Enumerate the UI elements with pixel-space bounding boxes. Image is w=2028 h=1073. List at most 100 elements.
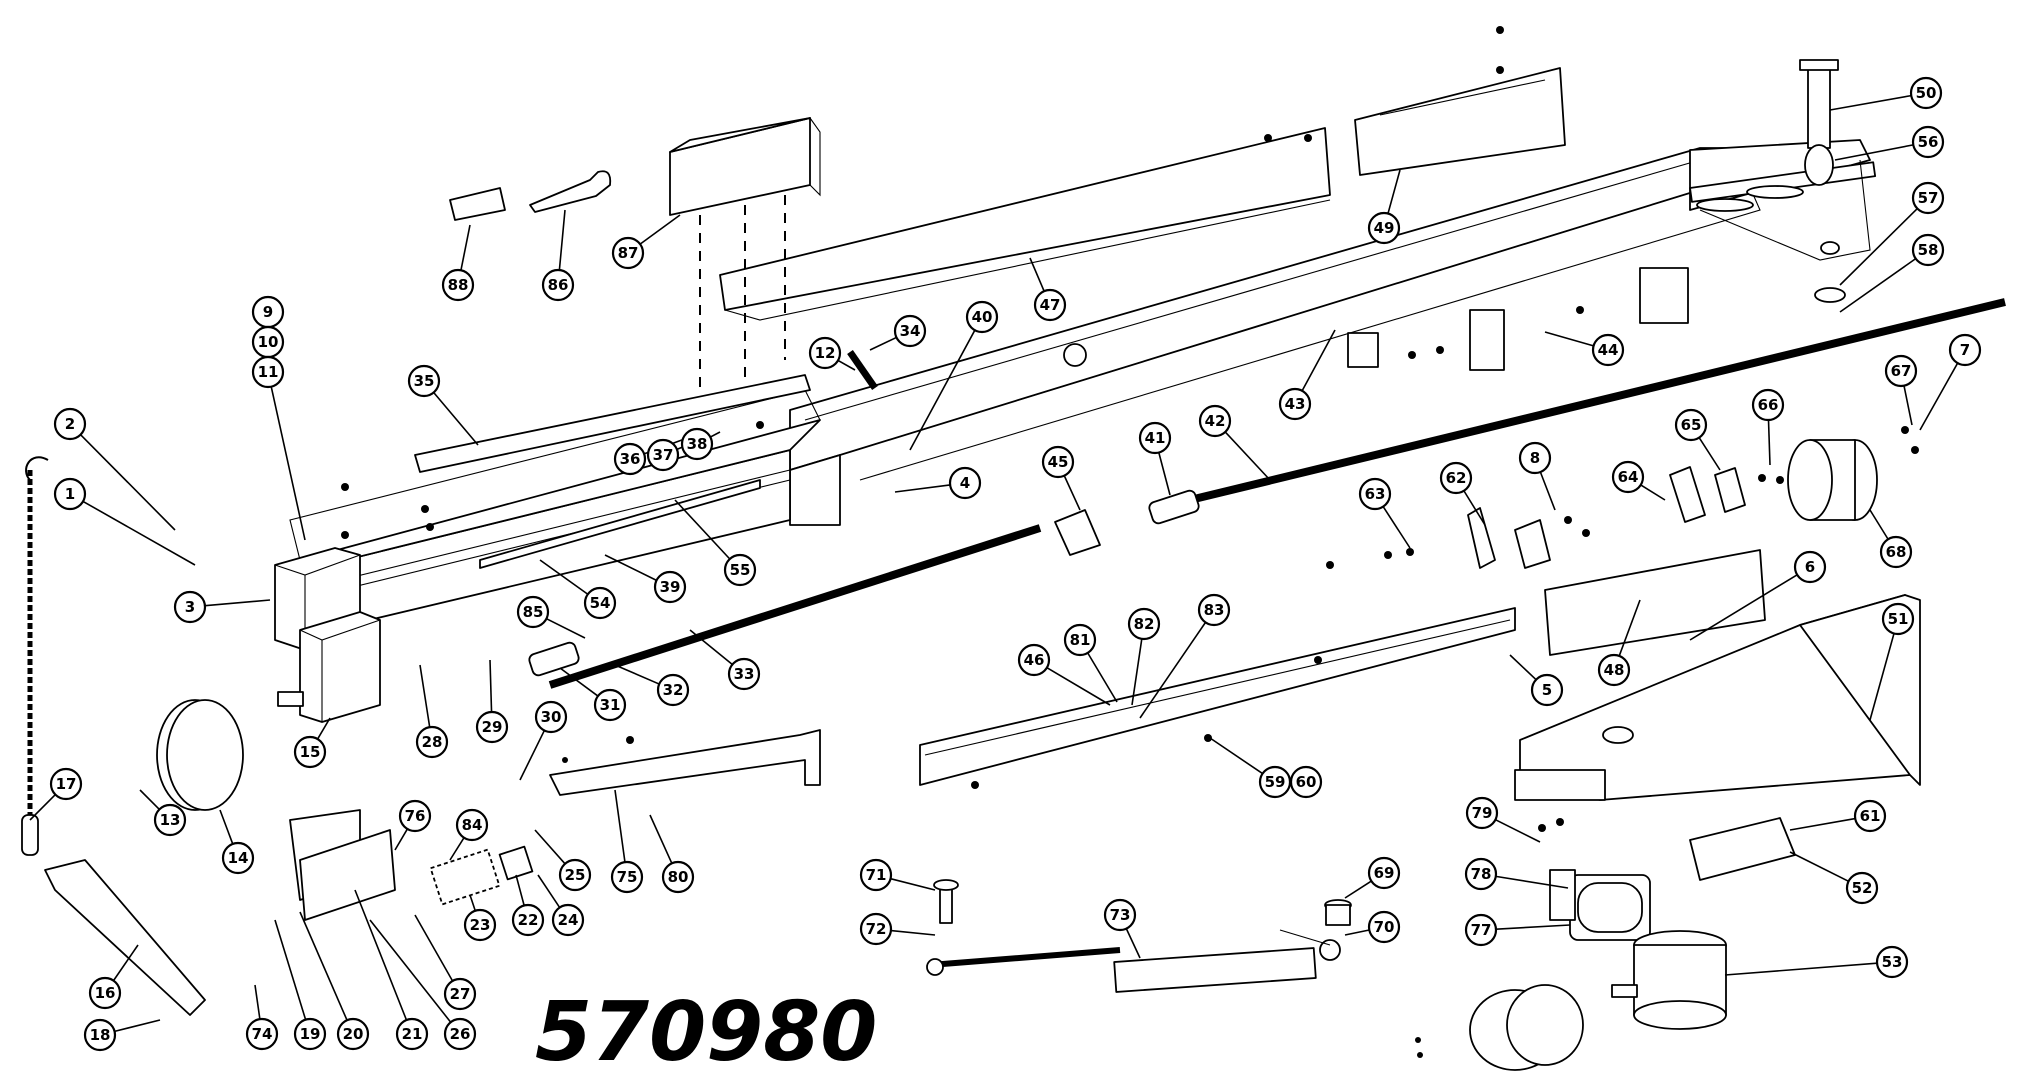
callout-label: 73 (1110, 906, 1131, 924)
leader-line (1919, 362, 1959, 431)
callout-circle (463, 908, 497, 942)
leader-line (1539, 471, 1556, 511)
callout-circle (221, 841, 255, 875)
callout-label: 42 (1205, 412, 1226, 430)
callout-circle (893, 314, 927, 348)
callout-57: 57 (1839, 181, 1945, 286)
callout-67: 67 (1884, 354, 1918, 426)
callout-label: 70 (1374, 918, 1395, 936)
part-drawings (21, 26, 2006, 1071)
callout-circle (441, 268, 475, 302)
callout-15: 15 (293, 717, 331, 769)
guard-part (156, 699, 244, 811)
callout-54: 54 (539, 559, 617, 620)
callout-12: 12 (808, 336, 856, 371)
callout-circle (153, 803, 187, 837)
tool-tray-part (669, 117, 821, 390)
callout-82: 82 (1127, 607, 1161, 706)
callout-circle (1518, 441, 1552, 475)
leader-line (1495, 924, 1571, 930)
callout-label: 63 (1365, 485, 1386, 503)
callout-label: 2 (65, 415, 75, 433)
callout-42: 42 (1198, 404, 1271, 481)
callout-63: 63 (1358, 477, 1411, 549)
callout-label: 53 (1882, 953, 1903, 971)
callout-73: 73 (1103, 898, 1141, 959)
tube-part (847, 350, 878, 390)
callout-label: 22 (518, 911, 539, 929)
leader-line (614, 664, 660, 685)
cylinder-part (926, 929, 1341, 993)
callout-label: 41 (1145, 429, 1166, 447)
callout-16: 16 (88, 944, 139, 1010)
mounting-plate-part (1689, 817, 1796, 881)
callout-circle (583, 586, 617, 620)
callout-circle (1033, 288, 1067, 322)
upper-bracket-part (719, 67, 1566, 321)
callout-circle (1530, 673, 1564, 707)
leader-line (1344, 880, 1372, 899)
leader-line (1382, 506, 1411, 549)
callout-circle (859, 912, 893, 946)
leader-line (1063, 475, 1081, 511)
callout-39: 39 (604, 554, 687, 604)
bearing-plate-part (1054, 509, 1101, 556)
callout-label: 10 (258, 333, 279, 351)
support-part (549, 729, 821, 796)
callout-62: 62 (1439, 461, 1486, 526)
callout-label: 62 (1446, 469, 1467, 487)
leader-line (1839, 207, 1918, 286)
callout-label: 75 (617, 868, 638, 886)
callout-64: 64 (1611, 460, 1666, 501)
universal-joint-part (528, 641, 580, 677)
callout-55: 55 (674, 499, 757, 587)
callout-circle (1041, 445, 1075, 479)
callout-circle (53, 477, 87, 511)
callout-label: 49 (1374, 219, 1395, 237)
callout-83: 83 (1139, 593, 1231, 719)
callout-circle (1674, 408, 1708, 442)
callout-72: 72 (859, 912, 936, 946)
leader-line (274, 919, 307, 1020)
callout-circle (1367, 856, 1401, 890)
leader-line (316, 717, 331, 740)
leader-line (219, 809, 234, 845)
callout-68: 68 (1869, 509, 1913, 569)
leader-line (1495, 818, 1541, 843)
callout-30: 30 (519, 700, 568, 781)
callout-label: 58 (1918, 241, 1939, 259)
leader-line (558, 209, 566, 271)
callout-label: 36 (620, 450, 641, 468)
callout-45: 45 (1041, 445, 1081, 511)
callout-label: 78 (1471, 865, 1492, 883)
callout-label: 1 (65, 485, 75, 503)
callout-label: 64 (1618, 468, 1639, 486)
callout-40: 40 (909, 300, 999, 451)
leader-line (1767, 419, 1771, 466)
callout-19: 19 (274, 919, 327, 1051)
callout-circle (475, 710, 509, 744)
leader-line (1544, 331, 1594, 347)
callout-circle (613, 442, 647, 476)
callout-label: 4 (960, 474, 970, 492)
callout-circle (859, 858, 893, 892)
inner-boom-part (284, 389, 821, 641)
callout-circle (1464, 857, 1498, 891)
callout-label: 68 (1886, 543, 1907, 561)
callout-28: 28 (415, 664, 449, 759)
leader-line (534, 829, 566, 865)
callout-circle (1881, 602, 1915, 636)
leader-line (1495, 875, 1569, 889)
callout-circle (1751, 388, 1785, 422)
callout-circle (407, 364, 441, 398)
callout-label: 74 (252, 1025, 273, 1043)
callout-32: 32 (614, 664, 690, 707)
callout-label: 55 (730, 561, 751, 579)
leader-line (837, 359, 856, 371)
callout-label: 83 (1204, 601, 1225, 619)
callout-65: 65 (1674, 408, 1721, 471)
callout-label: 67 (1891, 362, 1912, 380)
leader-line (1640, 484, 1666, 501)
callout-label: 12 (815, 344, 836, 362)
